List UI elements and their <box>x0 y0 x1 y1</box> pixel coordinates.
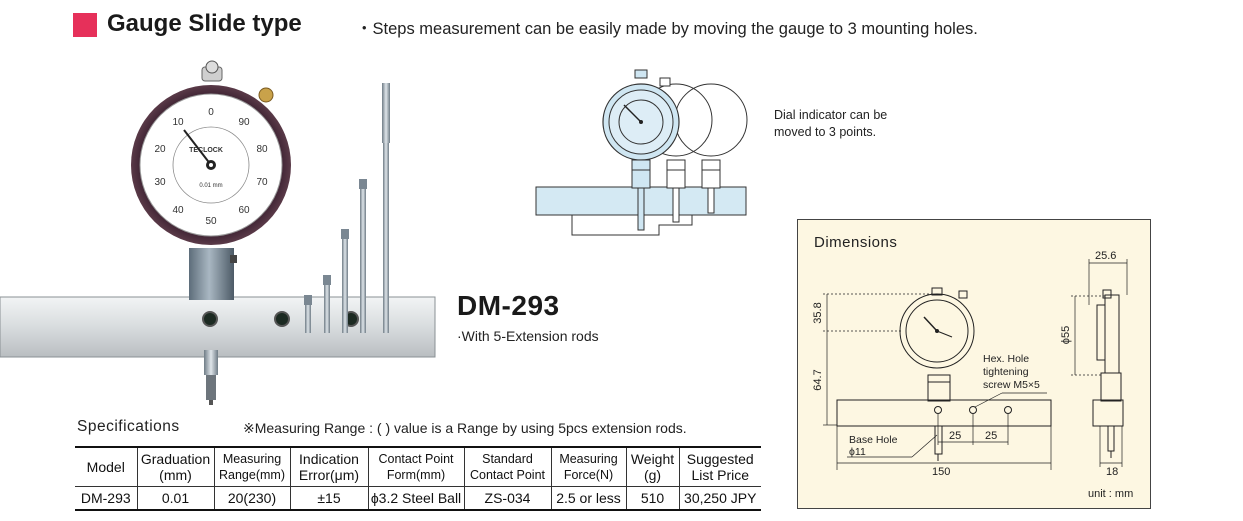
feature-tagline: ・Steps measurement can be easily made by… <box>356 20 978 38</box>
dim-label-25: 25 <box>949 430 961 442</box>
dim-label-150: 150 <box>932 466 950 475</box>
product-photo: 0 90 80 70 60 50 40 30 20 10 TECLOCK 0.0… <box>0 60 436 405</box>
dimensions-title: Dimensions <box>814 234 898 251</box>
specifications-note: ※Measuring Range : ( ) value is a Range … <box>243 420 687 436</box>
model-name: DM-293 <box>457 290 560 321</box>
cell-weight: 510 <box>625 486 679 510</box>
hex-hole-label: tightening <box>983 366 1029 378</box>
cell-measuring-force: 2.5 or less <box>550 486 626 510</box>
cell-contact-point-form: ϕ3.2 Steel Ball <box>367 486 464 510</box>
table-row: DM-293 0.01 20(230) ±15 ϕ3.2 Steel Ball … <box>75 486 761 510</box>
column-header: Model <box>86 459 125 475</box>
dial-number: 50 <box>205 216 217 227</box>
dial-number: 0 <box>208 107 214 118</box>
cell-model: DM-293 <box>80 490 131 506</box>
dial-number: 60 <box>238 205 250 216</box>
dial-number: 70 <box>256 177 268 188</box>
dim-label-25: 25 <box>985 430 997 442</box>
dial-brand: TECLOCK <box>189 147 223 154</box>
dial-number: 30 <box>154 177 166 188</box>
header-accent-square <box>73 13 97 37</box>
dim-label-25-6: 25.6 <box>1095 250 1116 262</box>
dial-number: 40 <box>172 205 184 216</box>
specifications-title: Specifications <box>77 418 180 435</box>
dial-number: 80 <box>256 144 268 155</box>
column-header: Weight(g) <box>625 447 679 487</box>
mounting-points-diagram <box>535 69 748 236</box>
dial-number: 10 <box>172 117 184 128</box>
dim-label-18: 18 <box>1106 466 1118 475</box>
hex-hole-label: screw M5×5 <box>983 379 1040 391</box>
dial-number: 90 <box>238 117 250 128</box>
dimension-drawing: 35.8 64.7 Hex. Hole tightening screw M5×… <box>812 250 1128 475</box>
cell-graduation: 0.01 <box>136 486 214 510</box>
column-header: Graduation(mm) <box>136 447 214 487</box>
cell-indication-error: ±15 <box>289 486 368 510</box>
base-hole-label: ϕ11 <box>849 446 866 458</box>
base-hole-label: Base Hole <box>849 434 898 446</box>
dim-label-phi55: ϕ55 <box>1060 326 1072 344</box>
hex-hole-label: Hex. Hole <box>983 353 1029 365</box>
cell-standard-contact-point: ZS-034 <box>463 486 551 510</box>
dial-number: 20 <box>154 144 166 155</box>
cell-measuring-range: 20(230) <box>213 486 290 510</box>
dimensions-panel <box>797 219 1151 509</box>
dim-label-64-7: 64.7 <box>812 369 824 390</box>
model-subtitle: ·With 5-Extension rods <box>457 328 599 344</box>
dial-graduation: 0.01 mm <box>199 183 222 189</box>
page-title: Gauge Slide type <box>107 10 302 37</box>
dim-label-35-8: 35.8 <box>812 302 824 323</box>
unit-label: unit : mm <box>1088 488 1134 500</box>
dial-note: Dial indicator can be moved to 3 points. <box>774 108 888 139</box>
cell-list-price: 30,250 JPY <box>678 486 761 510</box>
